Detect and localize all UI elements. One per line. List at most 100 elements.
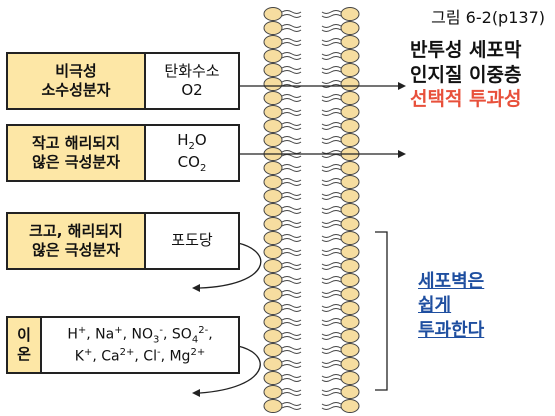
lipid-tail	[281, 80, 302, 84]
lipid-tail	[281, 108, 302, 112]
bracket	[375, 231, 388, 391]
lipid-tail	[321, 374, 342, 378]
lipid-tail	[281, 154, 302, 158]
lipid-tail	[281, 220, 302, 224]
lipid-head	[340, 77, 360, 91]
lipid-head	[263, 35, 283, 49]
lipid-tail	[321, 402, 342, 406]
lipid-tail	[281, 14, 302, 18]
lipid-head	[340, 7, 360, 21]
lipid-tail	[281, 406, 302, 410]
lipid-tail	[321, 332, 342, 336]
lipid-head	[263, 21, 283, 35]
lipid-tail	[281, 378, 302, 382]
lipid-head	[340, 119, 360, 133]
lipid-tail	[281, 126, 302, 130]
lipid-tail	[321, 224, 342, 228]
row-value: H2O CO2	[146, 126, 238, 180]
lipid-head	[263, 217, 283, 231]
lipid-tail	[321, 66, 342, 70]
lipid-head	[340, 175, 360, 189]
lipid-tail	[321, 154, 342, 158]
lipid-tail	[281, 290, 302, 294]
lipid-head	[340, 63, 360, 77]
lipid-tail	[281, 210, 302, 214]
row-value: 포도당	[146, 214, 238, 268]
lipid-tail	[321, 360, 342, 364]
lipid-head	[263, 273, 283, 287]
lipid-tail	[321, 304, 342, 308]
lipid-tail	[281, 350, 302, 354]
ion-list-line2: K+, Ca2+, Cl-, Mg2+	[74, 347, 206, 365]
molecule-box-nonpolar: 비극성 소수성분자 탄화수소 O2	[6, 52, 240, 110]
lipid-head	[263, 287, 283, 301]
lipid-tail	[281, 402, 302, 406]
lipid-head	[340, 189, 360, 203]
row-label-line: 크고, 해리되지	[29, 222, 123, 241]
row-label: 이 온	[8, 318, 42, 372]
note-line: 쉽게	[418, 295, 452, 317]
lipid-tail	[281, 94, 302, 98]
lipid-tail	[281, 42, 302, 46]
lipid-head	[340, 91, 360, 105]
row-label: 작고 해리되지 않은 극성분자	[8, 126, 146, 180]
lipid-tail	[321, 196, 342, 200]
lipid-tail	[281, 238, 302, 242]
lipid-tail	[281, 346, 302, 350]
row-value: 탄화수소 O2	[146, 54, 238, 108]
lipid-head	[340, 245, 360, 259]
lipid-head	[340, 385, 360, 399]
lipid-head	[263, 315, 283, 329]
molecule-box-large-polar: 크고, 해리되지 않은 극성분자 포도당	[6, 212, 240, 270]
lipid-tail	[321, 164, 342, 168]
lipid-tail	[321, 70, 342, 74]
lipid-tail	[321, 248, 342, 252]
lipid-head	[263, 119, 283, 133]
lipid-tail	[321, 56, 342, 60]
lipid-head	[340, 161, 360, 175]
lipid-tail	[281, 234, 302, 238]
formula-h2o: H2O	[177, 131, 207, 152]
row-label-line: 비극성	[55, 62, 97, 81]
lipid-head	[263, 91, 283, 105]
lipid-tail	[321, 280, 342, 284]
lipid-tail	[281, 164, 302, 168]
lipid-head	[263, 399, 283, 413]
lipid-tail	[281, 252, 302, 256]
row-label-line: 작고 해리되지	[31, 134, 121, 153]
lipid-tail	[281, 192, 302, 196]
lipid-tail	[281, 206, 302, 210]
lipid-tail	[321, 52, 342, 56]
lipid-tail	[281, 276, 302, 280]
lipid-tail	[321, 112, 342, 116]
lipid-tail	[321, 210, 342, 214]
lipid-tail	[321, 290, 342, 294]
figure-caption: 그림 6-2(p137)	[431, 8, 545, 27]
row-label-line: 않은 극성분자	[31, 241, 121, 259]
lipid-tail	[281, 318, 302, 322]
lipid-tail	[321, 192, 342, 196]
lipid-tail	[281, 374, 302, 378]
lipid-tail	[321, 388, 342, 392]
lipid-head	[263, 203, 283, 217]
lipid-head	[263, 77, 283, 91]
lipid-tail	[281, 360, 302, 364]
lipid-tail	[281, 70, 302, 74]
lipid-tail	[281, 168, 302, 172]
lipid-head	[340, 343, 360, 357]
lipid-head	[263, 385, 283, 399]
lipid-tail	[281, 248, 302, 252]
lipid-tail	[321, 150, 342, 154]
lipid-tail	[281, 52, 302, 56]
lipid-head	[340, 301, 360, 315]
lipid-tail	[321, 378, 342, 382]
lipid-tail	[281, 56, 302, 60]
lipid-tail	[281, 24, 302, 28]
lipid-tail	[281, 98, 302, 102]
lipid-tail	[281, 38, 302, 42]
lipid-tail	[321, 406, 342, 410]
lipid-head	[263, 175, 283, 189]
lipid-tail	[281, 182, 302, 186]
lipid-tail	[321, 308, 342, 312]
